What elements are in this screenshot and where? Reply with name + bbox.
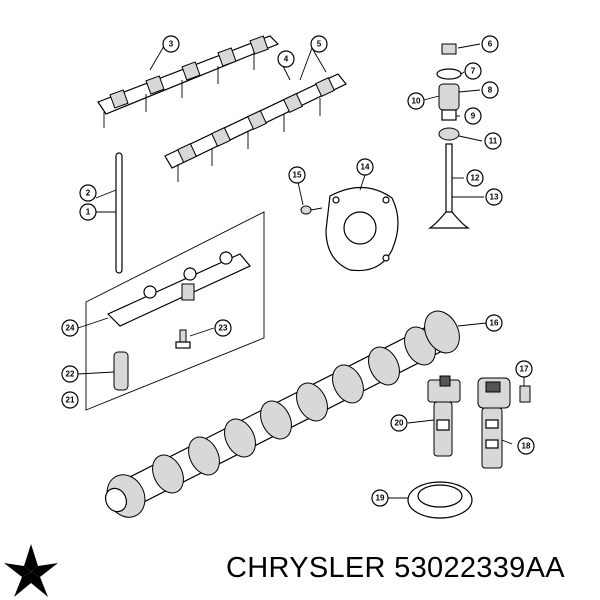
callout-label: 13 — [490, 193, 499, 202]
callout-label: 17 — [520, 365, 529, 374]
callout-18: 18 — [517, 437, 535, 455]
callout-21: 21 — [61, 391, 79, 409]
callout-label: 2 — [86, 189, 91, 198]
callout-label: 19 — [376, 494, 385, 503]
callout-label: 16 — [490, 319, 499, 328]
callout-label: 23 — [219, 324, 228, 333]
callout-label: 6 — [488, 40, 493, 49]
callout-label: 18 — [522, 442, 531, 451]
callout-label: 9 — [471, 112, 476, 121]
leader-lines — [77, 43, 525, 499]
callout-2: 2 — [79, 184, 97, 202]
callout-label: 10 — [412, 97, 421, 106]
callout-22: 22 — [61, 365, 79, 383]
camshaft — [104, 310, 460, 518]
callout-11: 11 — [484, 132, 502, 150]
callout-9: 9 — [464, 107, 482, 125]
lifter — [113, 351, 129, 391]
callout-label: 20 — [395, 419, 404, 428]
callout-label: 14 — [361, 163, 370, 172]
lifter-guide — [85, 211, 265, 411]
part-number-caption: CHRYSLER 53022339AA — [226, 552, 565, 584]
callout-label: 7 — [471, 67, 476, 76]
callout-label: 21 — [66, 396, 75, 405]
callout-12: 12 — [466, 169, 484, 187]
callout-13: 13 — [485, 188, 503, 206]
cam-sensor — [427, 375, 461, 457]
callout-14: 14 — [356, 158, 374, 176]
oil-control-valve — [477, 377, 531, 469]
callout-16: 16 — [485, 314, 503, 332]
callout-8: 8 — [481, 81, 499, 99]
cover-plate — [300, 186, 399, 272]
callout-label: 12 — [471, 174, 480, 183]
callout-3: 3 — [162, 35, 180, 53]
callout-20: 20 — [390, 414, 408, 432]
callout-24: 24 — [61, 319, 79, 337]
rocker-shaft-upper — [97, 35, 280, 128]
callout-5: 5 — [310, 35, 328, 53]
callout-17: 17 — [515, 360, 533, 378]
callout-1: 1 — [79, 203, 97, 221]
callout-label: 3 — [169, 40, 174, 49]
valve-assembly — [428, 43, 470, 229]
chrysler-pentastar-logo — [4, 544, 58, 597]
callout-19: 19 — [371, 489, 389, 507]
callout-23: 23 — [214, 319, 232, 337]
callout-10: 10 — [407, 92, 425, 110]
callout-label: 24 — [66, 324, 75, 333]
seal-ring — [407, 481, 473, 519]
callout-4: 4 — [277, 50, 295, 68]
callout-label: 4 — [284, 55, 289, 64]
callout-15: 15 — [288, 166, 306, 184]
callout-label: 8 — [488, 86, 493, 95]
callout-label: 5 — [317, 40, 322, 49]
rocker-shaft-lower — [164, 73, 347, 182]
callout-label: 15 — [293, 171, 302, 180]
callout-label: 1 — [86, 208, 91, 217]
callout-6: 6 — [481, 35, 499, 53]
guide-bolt — [175, 329, 191, 349]
callout-label: 11 — [489, 137, 498, 146]
callout-label: 22 — [66, 370, 75, 379]
callout-7: 7 — [464, 62, 482, 80]
pushrod — [115, 152, 123, 274]
